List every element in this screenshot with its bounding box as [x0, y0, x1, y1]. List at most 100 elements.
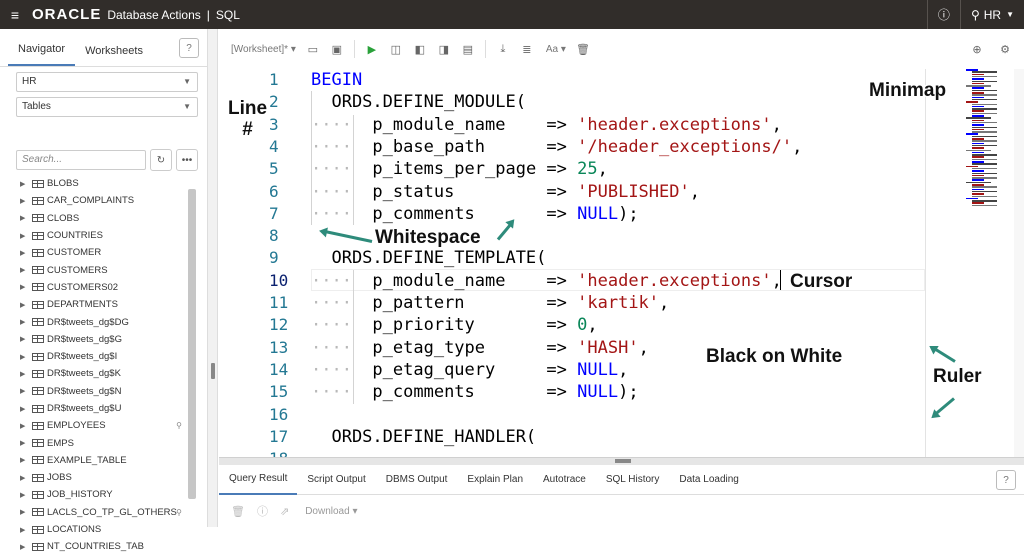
chevron-right-icon[interactable]: ▶ [20, 543, 26, 551]
object-type-select[interactable]: Tables ▼ [16, 97, 198, 117]
trash-icon[interactable]: 🗑 [575, 43, 590, 56]
download-icon[interactable]: ⤓ [500, 42, 506, 55]
tree-item[interactable]: ▶DR$tweets_dg$K [20, 365, 188, 382]
commit-icon[interactable]: ◧ [414, 43, 426, 56]
tree-item[interactable]: ▶CUSTOMERS [20, 261, 188, 278]
tree-item[interactable]: ▶DR$tweets_dg$U [20, 400, 188, 417]
code-line[interactable]: ···· p_priority => 0, [311, 314, 598, 336]
tab-explain-plan[interactable]: Explain Plan [467, 474, 524, 485]
code-line[interactable]: ···· p_status => 'PUBLISHED', [311, 181, 700, 203]
chevron-right-icon[interactable]: ▶ [20, 370, 26, 378]
horizontal-splitter[interactable] [219, 457, 1024, 465]
chevron-right-icon[interactable]: ▶ [20, 301, 26, 309]
tree-item[interactable]: ▶CUSTOMERS02 [20, 279, 188, 296]
binoculars-icon[interactable]: ⊕ [972, 43, 982, 56]
chevron-right-icon[interactable]: ▶ [20, 336, 26, 344]
tab-data-loading[interactable]: Data Loading [679, 474, 739, 485]
user-menu[interactable]: ⚲ HR ▼ [959, 0, 1024, 29]
run-statement-icon[interactable]: ▶ [367, 43, 377, 56]
code-line[interactable]: ···· p_module_name => 'header.exceptions… [311, 270, 782, 292]
run-script-icon[interactable]: ◫ [390, 43, 402, 56]
explain-icon[interactable]: ▤ [462, 43, 474, 56]
vertical-splitter[interactable] [208, 29, 218, 527]
tree-item[interactable]: ▶DR$tweets_dg$I [20, 348, 188, 365]
chevron-right-icon[interactable]: ▶ [20, 491, 26, 499]
chevron-right-icon[interactable]: ▶ [20, 267, 26, 275]
chevron-right-icon[interactable]: ▶ [20, 474, 26, 482]
worksheet-select[interactable]: [Worksheet]* ▾ [231, 43, 296, 55]
tree-item[interactable]: ▶DEPARTMENTS [20, 296, 188, 313]
tree-item[interactable]: ▶LACLS_CO_TP_GL_OTHERS⚲ [20, 504, 188, 521]
help-icon[interactable]: ⓘ [926, 0, 960, 29]
code-line[interactable]: ···· p_etag_query => NULL, [311, 359, 628, 381]
chevron-right-icon[interactable]: ▶ [20, 319, 26, 327]
tree-item[interactable]: ▶LOCATIONS [20, 521, 188, 538]
chevron-right-icon[interactable]: ▶ [20, 405, 26, 413]
rollback-icon[interactable]: ◨ [438, 43, 450, 56]
tree-item[interactable]: ▶DR$tweets_dg$G [20, 331, 188, 348]
code-editor[interactable]: 123456789101112131415161718 BEGIN ORDS.D… [219, 69, 1024, 457]
tree-item[interactable]: ▶COUNTRIES [20, 227, 188, 244]
code-line[interactable] [311, 448, 372, 457]
open-folder-icon[interactable]: ▭ [307, 43, 319, 56]
refresh-icon[interactable]: ↻ [150, 149, 172, 171]
tree-item[interactable]: ▶JOBS [20, 469, 188, 486]
search-input[interactable]: Search... [16, 150, 146, 170]
chevron-right-icon[interactable]: ▶ [20, 388, 26, 396]
chevron-right-icon[interactable]: ▶ [20, 422, 26, 430]
chevron-right-icon[interactable]: ▶ [20, 284, 26, 292]
format-icon[interactable]: ≣ [522, 43, 532, 56]
tab-autotrace[interactable]: Autotrace [543, 474, 586, 485]
tree-item[interactable]: ▶DR$tweets_dg$DG [20, 313, 188, 330]
tab-navigator[interactable]: Navigator [8, 43, 76, 66]
tree-item[interactable]: ▶DR$tweets_dg$N [20, 383, 188, 400]
tab-script-output[interactable]: Script Output [307, 474, 366, 485]
code-line[interactable]: ORDS.DEFINE_MODULE( [311, 91, 525, 113]
font-size-menu[interactable]: Aa ▾ [545, 43, 566, 55]
chevron-right-icon[interactable]: ▶ [20, 232, 26, 240]
tab-dbms-output[interactable]: DBMS Output [385, 474, 448, 485]
code-line[interactable]: ···· p_pattern => 'kartik', [311, 292, 669, 314]
chevron-right-icon[interactable]: ▶ [20, 215, 26, 223]
code-line[interactable]: ORDS.DEFINE_HANDLER( [311, 426, 536, 448]
tree-item[interactable]: ▶EMPS [20, 434, 188, 451]
tree-item[interactable]: ▶BLOBS [20, 175, 188, 192]
tree-item[interactable]: ▶EXAMPLE_TABLE [20, 452, 188, 469]
chevron-right-icon[interactable]: ▶ [20, 249, 26, 257]
chevron-right-icon[interactable]: ▶ [20, 509, 26, 517]
code-line[interactable]: ORDS.DEFINE_TEMPLATE( [311, 247, 546, 269]
tree-item[interactable]: ▶JOB_HISTORY [20, 486, 188, 503]
help-icon[interactable]: ? [996, 470, 1016, 490]
tree-item[interactable]: ▶CUSTOMER [20, 244, 188, 261]
tree-item[interactable]: ▶CLOBS [20, 210, 188, 227]
tab-worksheets[interactable]: Worksheets [85, 45, 143, 57]
help-icon[interactable]: ? [179, 38, 199, 58]
editor-scrollbar[interactable] [1014, 69, 1024, 457]
chevron-right-icon[interactable]: ▶ [20, 353, 26, 361]
code-line[interactable]: ···· p_etag_type => 'HASH', [311, 337, 649, 359]
code-line[interactable]: ···· p_base_path => '/header_exceptions/… [311, 136, 802, 158]
schema-select[interactable]: HR ▼ [16, 72, 198, 92]
code-line[interactable]: BEGIN [311, 69, 362, 91]
download-menu[interactable]: Download ▾ [305, 505, 358, 517]
navigator-scrollbar[interactable] [188, 189, 196, 499]
save-icon[interactable]: ▣ [331, 43, 343, 56]
chevron-right-icon[interactable]: ▶ [20, 457, 26, 465]
chevron-right-icon[interactable]: ▶ [20, 440, 26, 448]
info-icon[interactable]: ⓘ [256, 506, 268, 518]
code-line[interactable]: ···· p_comments => NULL); [311, 381, 639, 403]
minimap[interactable] [964, 69, 1014, 209]
tree-item[interactable]: ▶EMPLOYEES⚲ [20, 417, 188, 434]
tab-sql-history[interactable]: SQL History [605, 474, 660, 485]
chevron-right-icon[interactable]: ▶ [20, 197, 26, 205]
code-line[interactable]: ···· p_items_per_page => 25, [311, 158, 608, 180]
trash-icon[interactable]: 🗑 [231, 505, 245, 518]
code-line[interactable]: ···· p_module_name => 'header.exceptions… [311, 114, 782, 136]
hamburger-icon[interactable]: ≡ [10, 6, 20, 23]
tree-item[interactable]: ▶NT_COUNTRIES_TAB [20, 538, 188, 555]
code-line[interactable]: ···· p_comments => NULL); [311, 203, 639, 225]
settings-icon[interactable]: ⚙ [1000, 43, 1010, 56]
more-icon[interactable]: ••• [176, 149, 198, 171]
chevron-right-icon[interactable]: ▶ [20, 180, 26, 188]
tree-item[interactable]: ▶CAR_COMPLAINTS [20, 192, 188, 209]
